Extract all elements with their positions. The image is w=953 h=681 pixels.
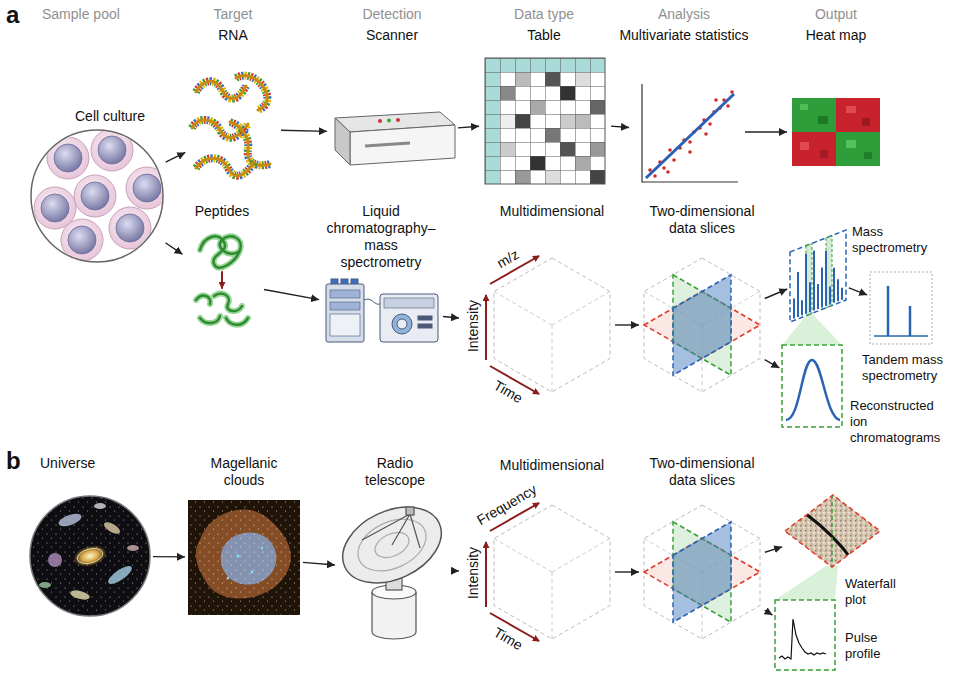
stage-node: Heat map xyxy=(790,96,882,168)
stage-node: Reconstructed ion chromatograms xyxy=(782,345,842,427)
stage-node: Peptides xyxy=(185,230,261,334)
column-header: Sample pool xyxy=(42,6,120,23)
axis-label: m/z xyxy=(494,246,522,272)
flow-arrow xyxy=(849,288,867,295)
flow-arrow xyxy=(765,289,787,298)
stage-node: Multivariate statistics xyxy=(632,78,742,186)
stage-node: RNA xyxy=(188,70,278,188)
ion-chromatogram xyxy=(782,345,842,427)
stage-node: Liquid chromatography–mass spectrometry xyxy=(322,278,440,344)
flow-arrow xyxy=(458,126,479,128)
data-cube xyxy=(486,256,610,394)
column-header: Analysis xyxy=(624,6,744,23)
panel-letter: b xyxy=(6,446,21,475)
stage-node: Pulse profile xyxy=(775,600,835,670)
node-label: Universe xyxy=(40,455,140,472)
node-label: Scanner xyxy=(342,27,442,44)
scanner-device xyxy=(335,112,455,165)
flow-arrow xyxy=(281,130,327,131)
node-label: Heat map xyxy=(786,27,886,44)
node-label: Multidimensional xyxy=(487,457,617,474)
stage-node: Table xyxy=(482,56,608,186)
node-label: Multidimensional xyxy=(487,203,617,220)
node-label: Liquid chromatography–mass spectrometry xyxy=(323,203,439,271)
stage-node: Waterfall plot xyxy=(785,495,880,567)
stage-node: Two-dimensional data slices xyxy=(642,256,762,394)
stage-node: Tandem mass spectrometry xyxy=(870,272,932,344)
node-label: Mass spectrometry xyxy=(852,224,942,256)
node-label: Peptides xyxy=(177,203,267,220)
column-header: Output xyxy=(776,6,896,23)
flow-arrow xyxy=(765,610,773,615)
node-label: Cell culture xyxy=(75,108,175,125)
sky-image xyxy=(188,500,300,615)
stage-node: Magellanic clouds xyxy=(188,500,300,615)
flow-arrow xyxy=(264,290,319,300)
stage-node: Multidimensional xyxy=(462,256,612,394)
tandem-spectrum xyxy=(870,272,932,344)
flow-arrow xyxy=(615,571,639,572)
slice-cube xyxy=(644,258,760,392)
stage-node: Universe xyxy=(30,496,150,616)
axis-label: Frequency xyxy=(474,481,540,529)
flow-arrow xyxy=(765,547,782,552)
node-label: Radio telescope xyxy=(350,455,440,489)
peptide-chains xyxy=(196,236,248,324)
flow-arrow xyxy=(165,243,182,255)
node-label: Pulse profile xyxy=(845,630,905,662)
stage-node: Scanner xyxy=(330,100,455,166)
pulse-panel xyxy=(775,600,835,670)
node-label: Multivariate statistics xyxy=(599,27,769,44)
data-table xyxy=(485,58,605,184)
cell-culture-dish xyxy=(31,129,168,262)
flow-arrow xyxy=(456,570,459,571)
node-label: Magellanic clouds xyxy=(189,455,299,489)
column-header: Detection xyxy=(332,6,452,23)
stage-node: Mass spectrometry xyxy=(790,228,846,324)
lcms-instrument xyxy=(326,279,438,342)
rna-strands xyxy=(192,76,270,176)
mass-spectrum xyxy=(782,230,846,345)
node-label: Waterfall plot xyxy=(845,576,915,608)
stage-node: Cell culture xyxy=(31,130,163,262)
stage-node: Radio telescope xyxy=(338,500,453,640)
radio-telescope xyxy=(331,492,454,639)
axis-label: Intensity xyxy=(465,547,482,599)
node-label: Two-dimensional data slices xyxy=(642,203,762,237)
flow-arrow xyxy=(615,324,639,325)
flow-arrow xyxy=(303,562,335,565)
node-label: Table xyxy=(494,27,594,44)
column-header: Target xyxy=(173,6,293,23)
node-label: RNA xyxy=(193,27,273,44)
scatter-plot xyxy=(642,84,738,182)
axis-label: Time xyxy=(491,624,526,654)
node-label: Tandem mass spectrometry xyxy=(862,352,950,384)
flow-arrow xyxy=(443,317,459,318)
flow-arrow xyxy=(611,126,629,127)
stage-node: Two-dimensional data slices xyxy=(642,503,762,641)
flow-arrow xyxy=(166,152,186,162)
node-label: Reconstructed ion chromatograms xyxy=(850,398,946,446)
node-label: Two-dimensional data slices xyxy=(642,455,762,489)
column-header: Data type xyxy=(484,6,604,23)
flow-arrow xyxy=(765,360,780,368)
universe-sphere xyxy=(30,496,150,616)
axis-label: Time xyxy=(491,377,526,407)
panel-letter: a xyxy=(6,0,19,29)
heat-map xyxy=(792,98,880,166)
axis-label: Intensity xyxy=(465,300,482,352)
flow-arrow xyxy=(153,556,185,558)
flow-arrow xyxy=(745,131,787,132)
